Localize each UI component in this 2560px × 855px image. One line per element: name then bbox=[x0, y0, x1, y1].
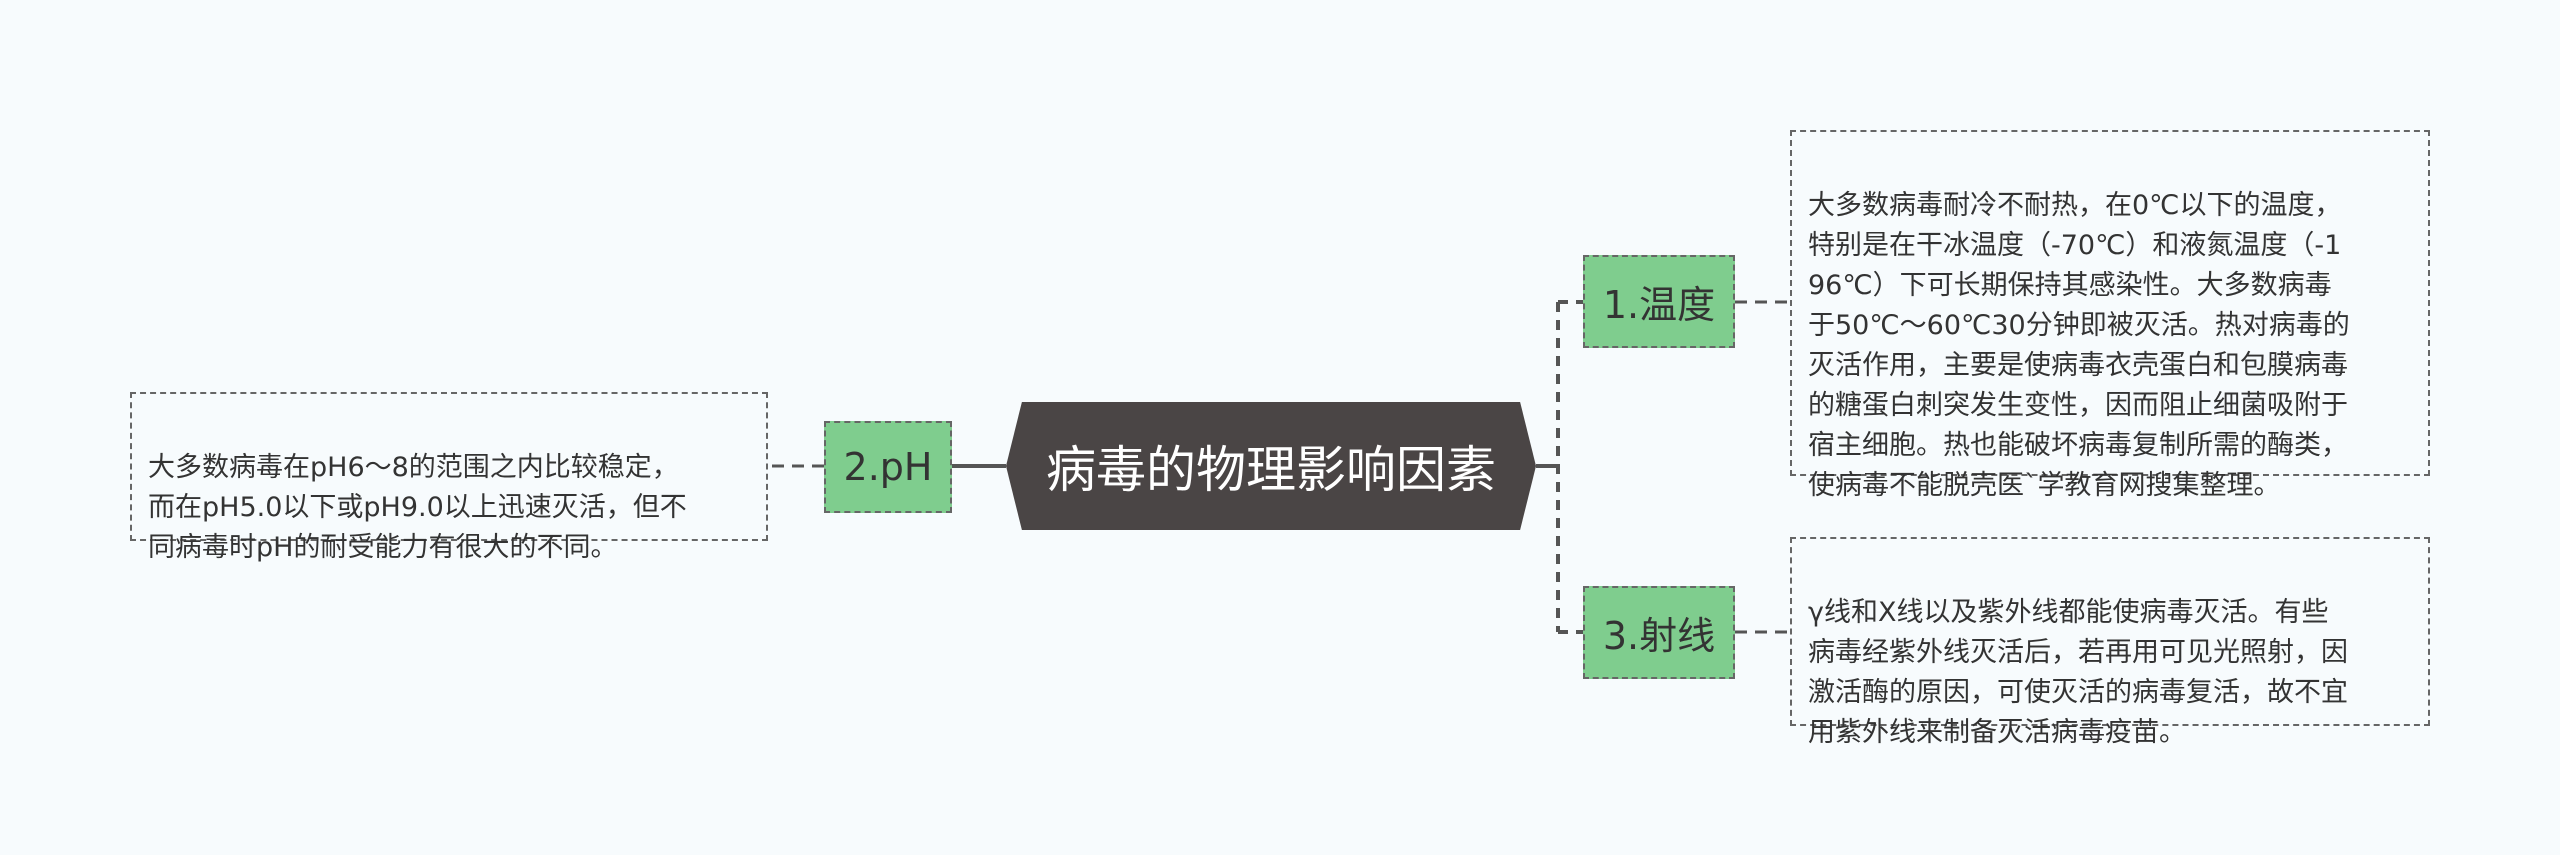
detail-radiation-text: γ线和X线以及紫外线都能使病毒灭活。有些 病毒经紫外线灭活后，若再用可见光照射，… bbox=[1808, 597, 2348, 748]
central-topic[interactable]: 病毒的物理影响因素 bbox=[1006, 402, 1536, 530]
detail-temperature-text: 大多数病毒耐冷不耐热，在0℃以下的温度， 特别是在干冰温度（-70℃）和液氮温度… bbox=[1808, 190, 2350, 501]
central-topic-label: 病毒的物理影响因素 bbox=[1046, 441, 1496, 499]
branch-radiation[interactable]: 3.射线 bbox=[1583, 586, 1735, 679]
detail-temperature[interactable]: 大多数病毒耐冷不耐热，在0℃以下的温度， 特别是在干冰温度（-70℃）和液氮温度… bbox=[1790, 130, 2430, 501]
detail-radiation[interactable]: γ线和X线以及紫外线都能使病毒灭活。有些 病毒经紫外线灭活后，若再用可见光照射，… bbox=[1790, 537, 2430, 748]
branch-ph[interactable]: 2.pH bbox=[824, 421, 952, 513]
branch-ph-label: 2.pH bbox=[843, 445, 933, 489]
detail-ph[interactable]: 大多数病毒在pH6～8的范围之内比较稳定， 而在pH5.0以下或pH9.0以上迅… bbox=[130, 392, 768, 563]
detail-ph-text: 大多数病毒在pH6～8的范围之内比较稳定， 而在pH5.0以下或pH9.0以上迅… bbox=[148, 452, 687, 563]
branch-radiation-label: 3.射线 bbox=[1602, 614, 1716, 658]
branch-temperature-label: 1.温度 bbox=[1602, 283, 1716, 327]
branch-temperature[interactable]: 1.温度 bbox=[1583, 255, 1735, 348]
